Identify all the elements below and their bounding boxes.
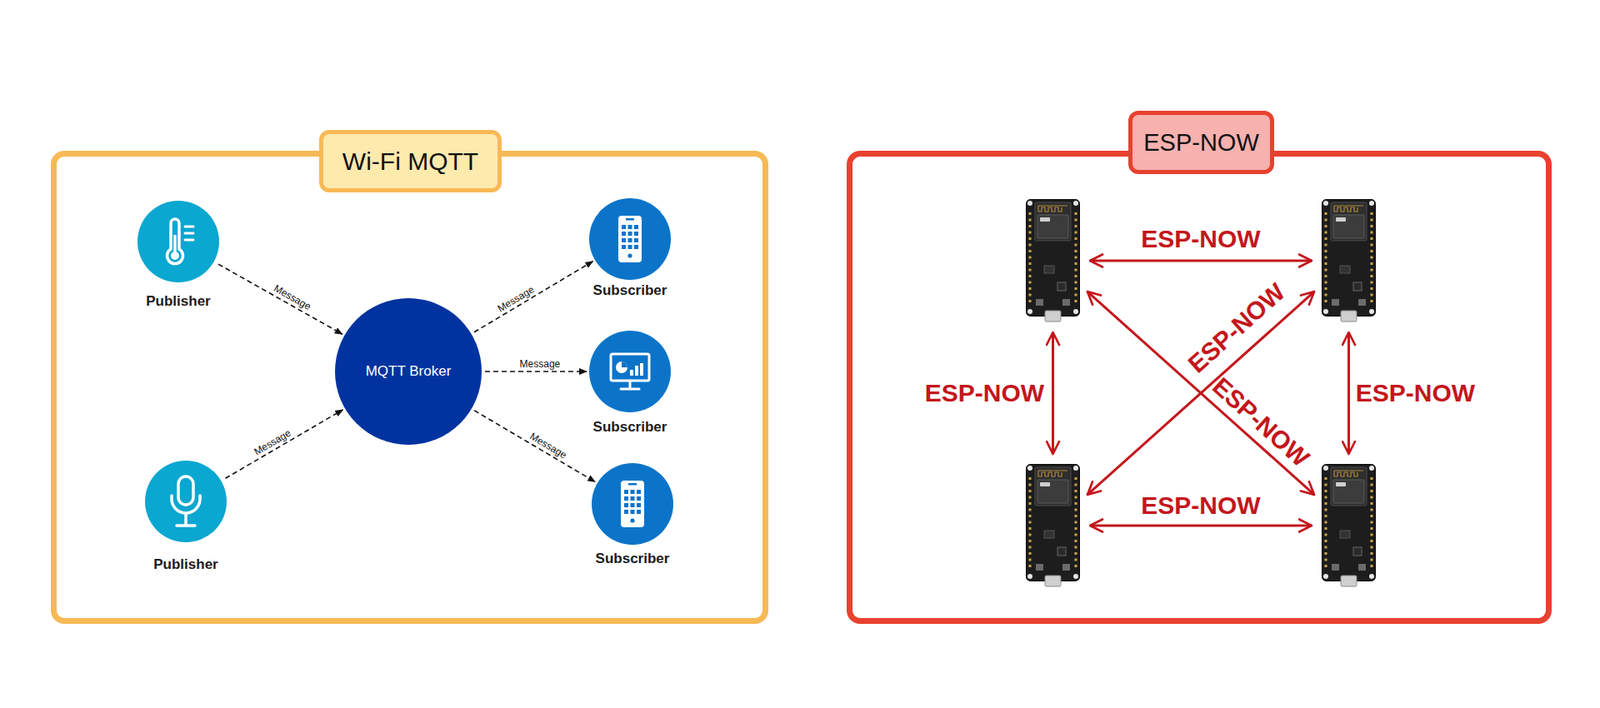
node-label: Subscriber <box>593 419 668 436</box>
message-label: Message <box>272 282 314 313</box>
thermometer-icon <box>166 219 194 265</box>
panel-title-tab: Wi-Fi MQTT <box>319 130 502 193</box>
esp-now-link <box>1087 291 1315 495</box>
phone-icon <box>618 215 642 263</box>
node-label: Subscriber <box>595 550 670 568</box>
node-label: Publisher <box>153 556 218 574</box>
esp32-board-node <box>1321 464 1376 588</box>
esp32-board-node <box>1025 199 1080 323</box>
monitor-base <box>620 388 640 391</box>
esp-now-label: ESP-NOW <box>1140 491 1260 520</box>
esp-now-label: ESP-NOW <box>1182 277 1290 379</box>
broker-label: MQTT Broker <box>335 298 482 445</box>
esp32-board-node <box>1321 199 1376 323</box>
message-arrow <box>225 410 344 479</box>
panel-box: Wi-Fi MQTTPublisherPublisherMQTT BrokerS… <box>50 150 769 625</box>
message-arrow <box>485 370 587 373</box>
esp32-board <box>1026 200 1080 323</box>
message-label: Message <box>251 427 293 459</box>
esp-now-link <box>1087 291 1315 495</box>
bar <box>630 370 634 376</box>
monitor-stand <box>629 380 632 389</box>
message-label: Message <box>495 283 536 315</box>
esp-now-label: ESP-NOW <box>1355 379 1475 408</box>
message-label: Message <box>520 358 561 370</box>
bar <box>640 363 644 376</box>
microphone-icon <box>171 476 200 526</box>
esp-now-link <box>1090 525 1312 528</box>
esp-now-label: ESP-NOW <box>1140 225 1260 254</box>
message-label: Message <box>527 430 569 461</box>
node-circle: Subscriber <box>589 330 671 413</box>
bar <box>635 365 639 376</box>
esp32-board <box>1026 465 1080 588</box>
thermometer-mercury <box>173 235 176 255</box>
message-arrow <box>474 410 595 483</box>
esp32-board <box>1322 465 1376 588</box>
node-circle: Subscriber <box>591 463 674 545</box>
mic-stem <box>184 513 188 525</box>
message-arrow <box>474 261 593 333</box>
panel-title-tab: ESP-NOW <box>1128 110 1275 175</box>
pie-slice <box>621 361 628 368</box>
pie-chart <box>615 361 628 374</box>
esp-now-link <box>1051 332 1055 455</box>
esp-now-label: ESP-NOW <box>925 379 1045 408</box>
scale-tick <box>185 225 194 229</box>
phone-icon <box>620 480 645 528</box>
esp-now-link <box>1347 332 1350 455</box>
mic-holder <box>171 495 200 514</box>
scale-tick <box>185 239 194 242</box>
scale-tick <box>185 232 194 235</box>
node-circle: Publisher <box>145 460 227 543</box>
esp32-board <box>1322 200 1376 323</box>
node-circle: Subscriber <box>589 198 671 280</box>
node-circle: Publisher <box>137 200 220 283</box>
esp-now-link <box>1090 260 1312 263</box>
node-circle: MQTT Broker <box>335 298 482 445</box>
esp-now-label: ESP-NOW <box>1206 371 1315 473</box>
node-label: Publisher <box>145 293 210 310</box>
monitor-icon <box>610 354 650 390</box>
thermometer-bulb <box>170 251 180 260</box>
esp32-board-node <box>1025 464 1080 588</box>
thermometer-outline <box>166 219 183 265</box>
node-label: Subscriber <box>593 282 668 300</box>
mic-capsule <box>178 476 194 505</box>
mic-base <box>176 524 195 528</box>
message-arrow <box>218 264 343 335</box>
monitor-screen <box>610 354 650 381</box>
